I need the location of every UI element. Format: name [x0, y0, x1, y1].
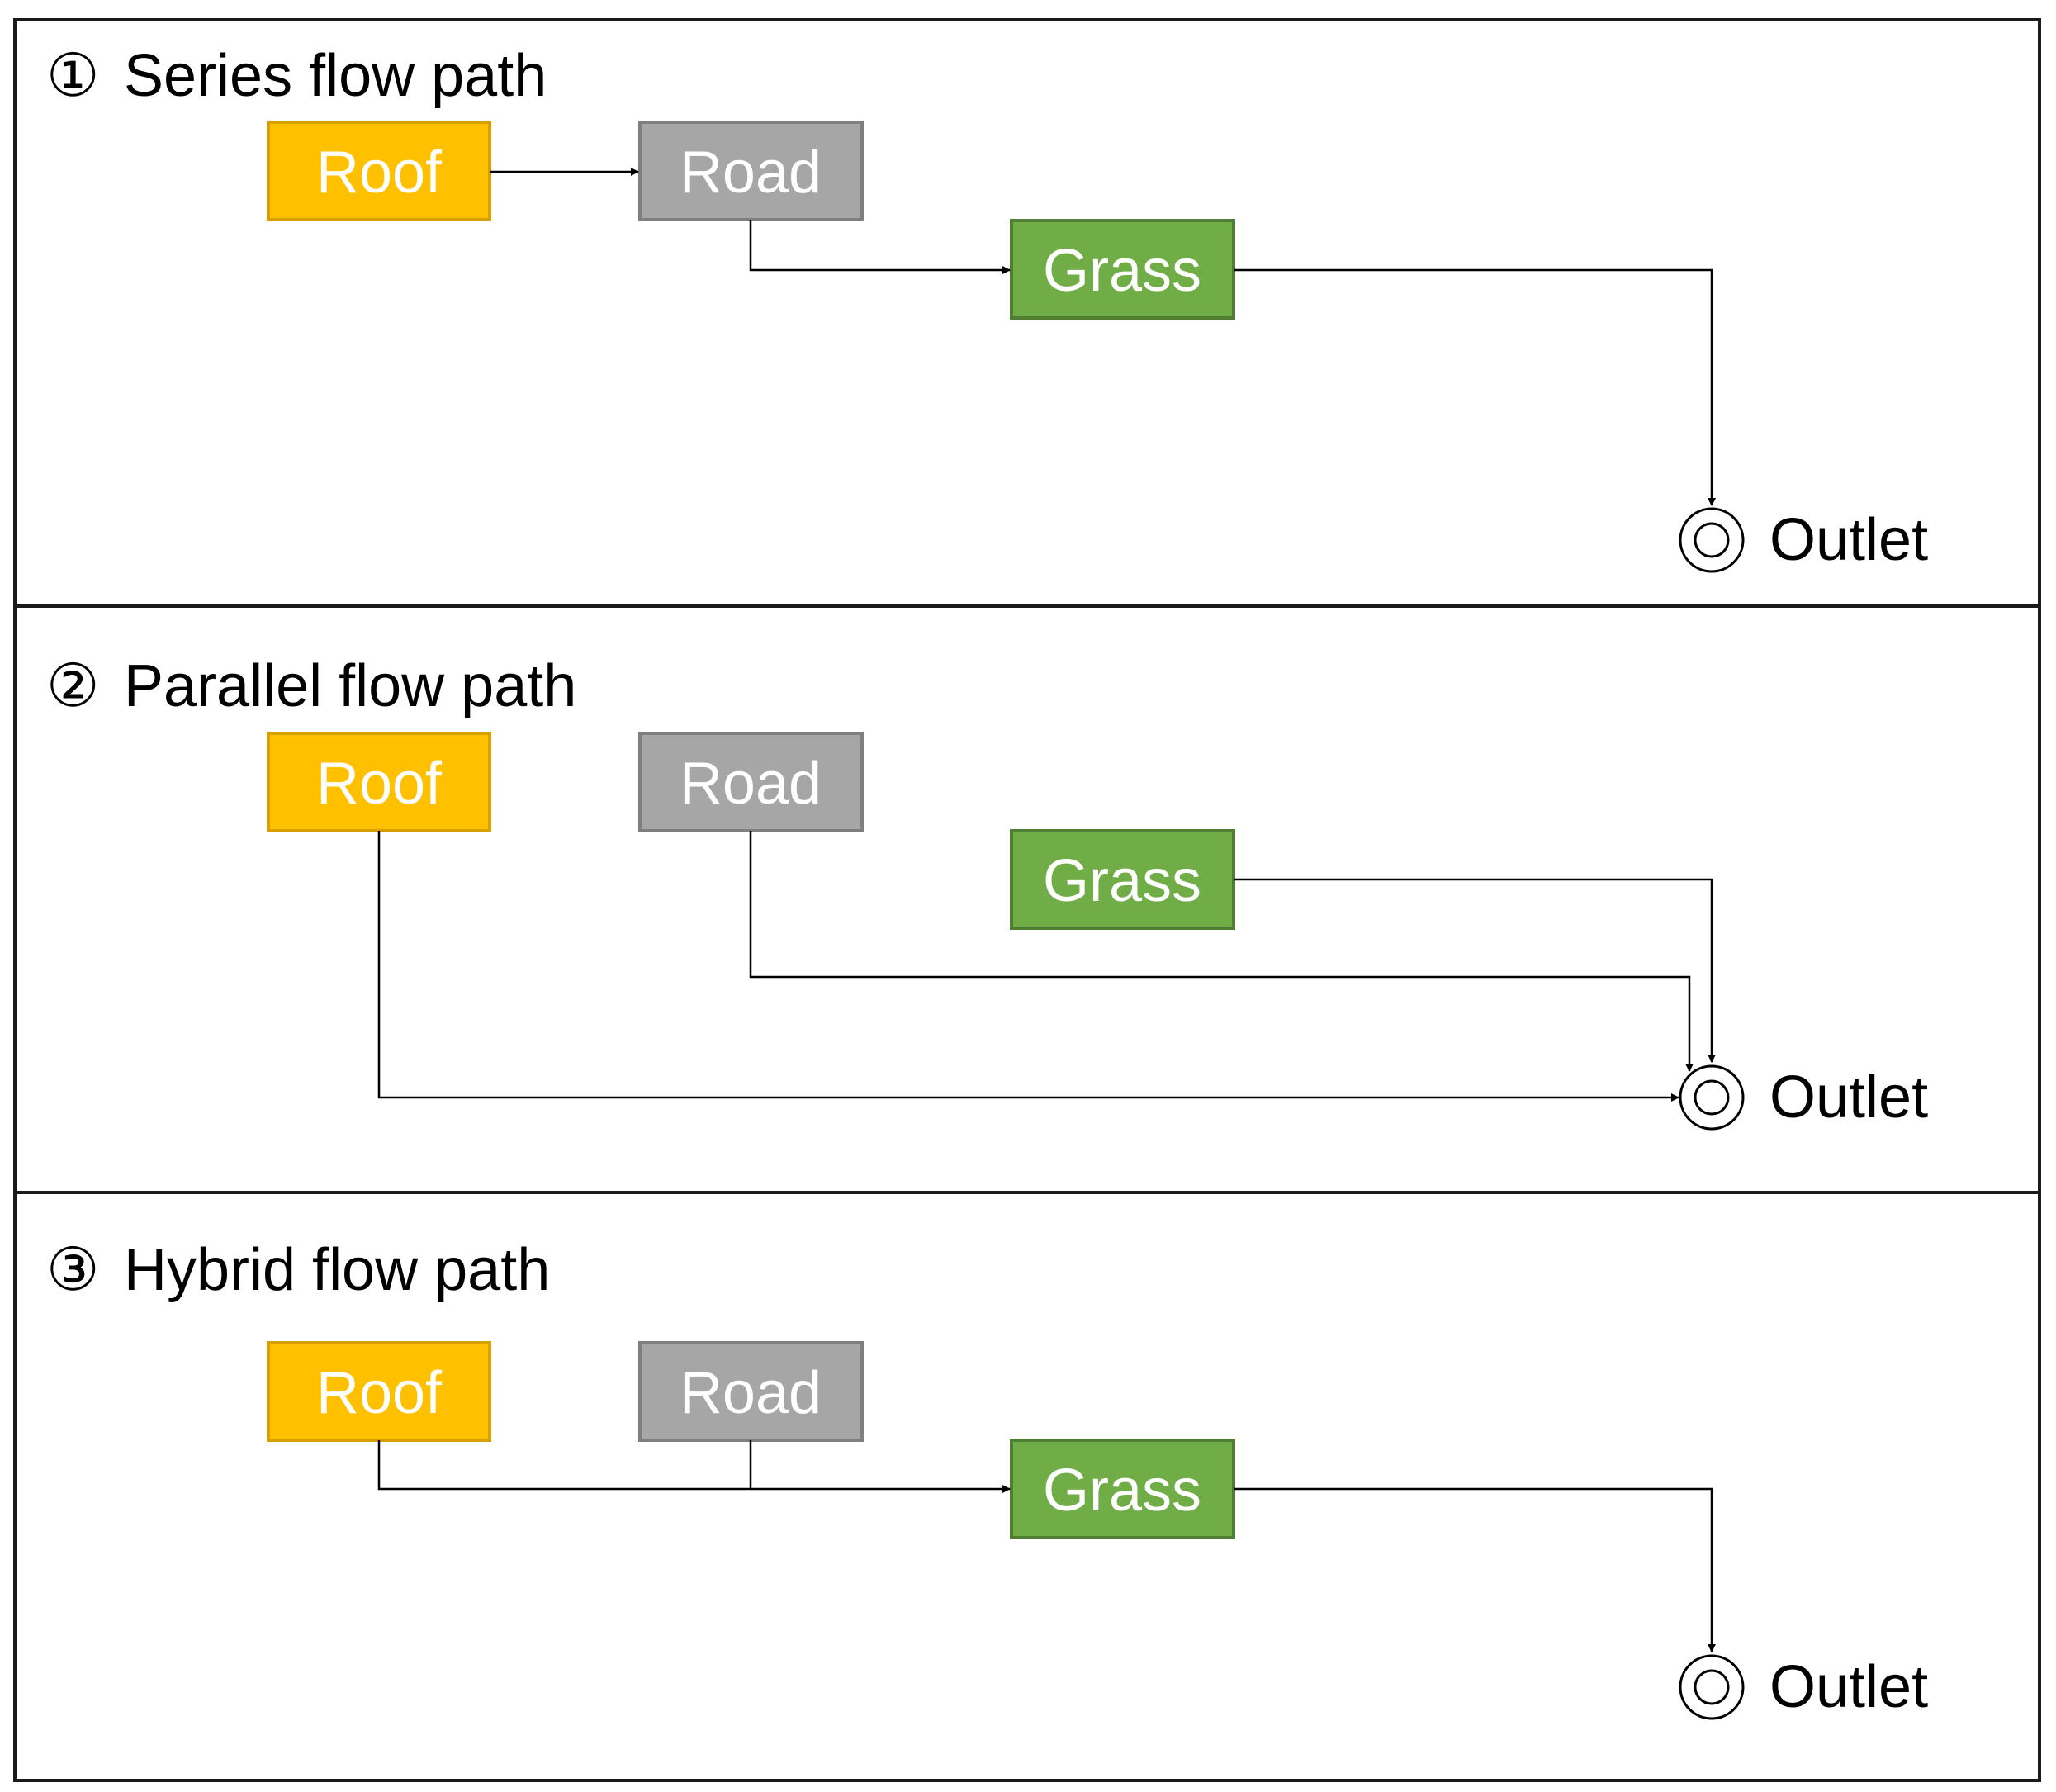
panel-title: Hybrid flow path	[124, 1237, 550, 1303]
flow-roof-to-outlet	[377, 831, 1679, 1102]
panel-marker: ②	[46, 653, 100, 719]
flow-grass-to-outlet	[1234, 1487, 1716, 1652]
roof-label: Roof	[316, 1360, 443, 1426]
panel-hybrid: ③ Hybrid flow path Roof Road Grass Outle…	[13, 1191, 2041, 1782]
panel-title: Series flow path	[124, 43, 547, 109]
road-label: Road	[680, 1360, 822, 1426]
roof-label: Roof	[316, 751, 443, 817]
grass-box	[1010, 1439, 1235, 1539]
outlet-label: Outlet	[1769, 1064, 1928, 1131]
outlet-label: Outlet	[1769, 507, 1928, 573]
flow-grass-to-outlet	[1234, 878, 1716, 1063]
roof-box	[267, 732, 491, 832]
panel-title: Parallel flow path	[124, 653, 576, 719]
roof-box	[267, 121, 491, 221]
road-box	[638, 1341, 864, 1442]
road-label: Road	[680, 751, 822, 817]
outlet-label: Outlet	[1769, 1654, 1928, 1720]
roof-box	[267, 1341, 491, 1442]
outlet-icon	[1679, 507, 1745, 573]
flow-grass-to-outlet	[1234, 268, 1716, 506]
panel-frame	[13, 1191, 2041, 1782]
roof-label: Roof	[316, 140, 443, 206]
flow-roof-to-grass	[377, 1440, 1011, 1493]
grass-label: Grass	[1043, 238, 1201, 304]
road-label: Road	[680, 140, 822, 206]
road-box	[638, 732, 864, 832]
panel-parallel: ② Parallel flow path Roof Road Grass Out…	[13, 604, 2041, 1194]
panel-marker: ③	[46, 1237, 100, 1303]
panel-marker: ①	[46, 43, 100, 109]
outlet-icon	[1679, 1654, 1745, 1720]
grass-label: Grass	[1043, 1458, 1201, 1524]
grass-label: Grass	[1043, 848, 1201, 914]
flow-road-to-outlet	[749, 831, 1694, 1072]
panel-series: ① Series flow path Roof Road Grass Outle…	[13, 18, 2041, 608]
outlet-icon	[1679, 1064, 1745, 1131]
flow-road-to-grass	[749, 220, 1011, 274]
